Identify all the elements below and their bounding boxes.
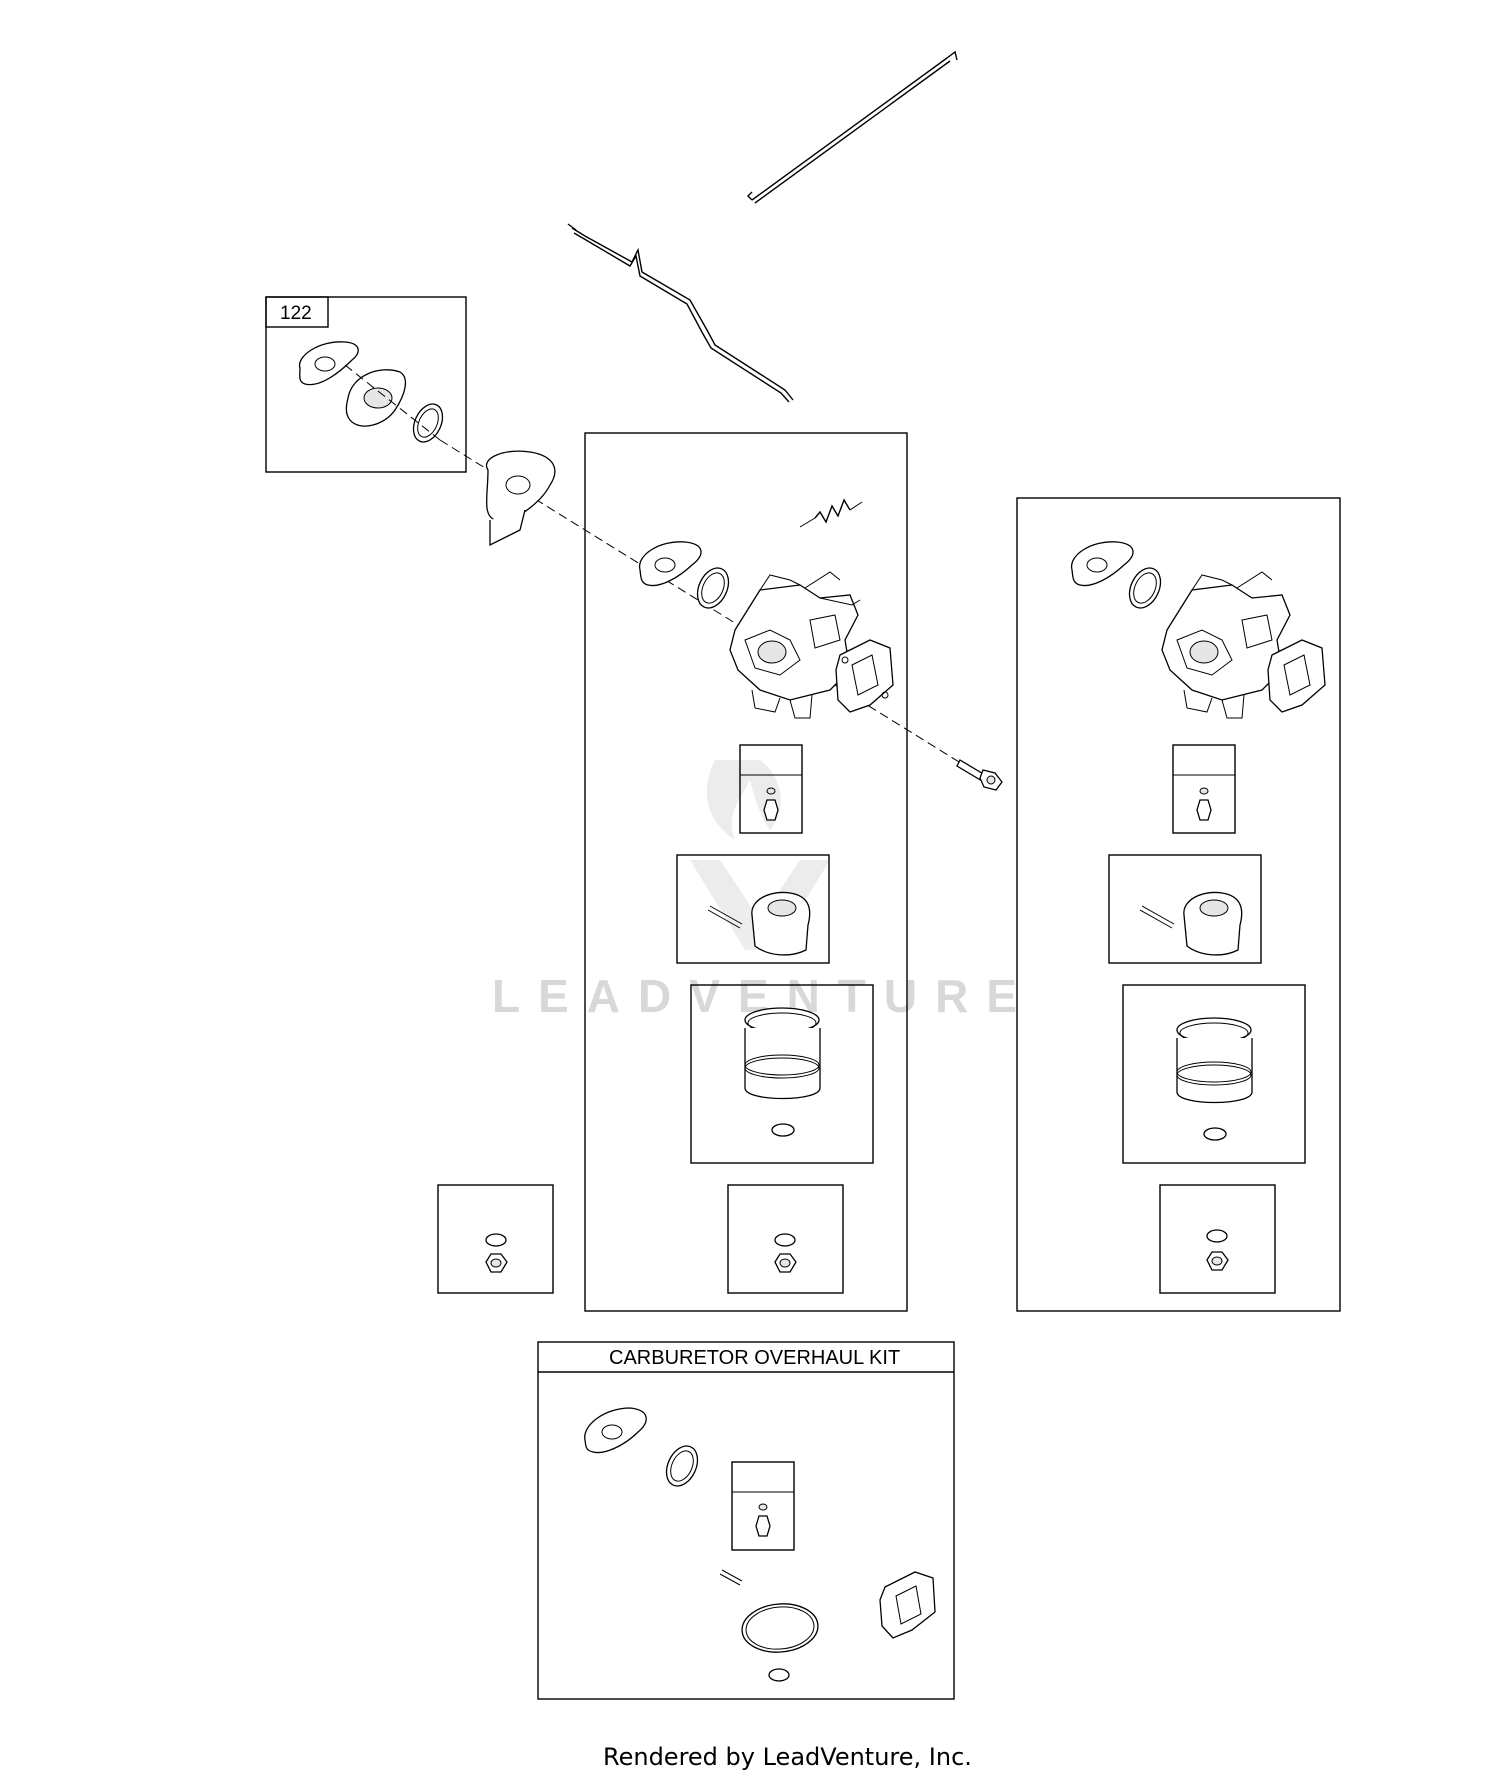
bowl-screw-kit-box-alt xyxy=(437,1184,554,1294)
alt-bowl-screw-kit-box xyxy=(1159,1184,1276,1294)
carburetor-body-part xyxy=(729,571,861,719)
overhaul-kit-frame xyxy=(537,1341,955,1700)
callout-122-label: 122 xyxy=(280,303,312,324)
intake-elbow-part xyxy=(345,369,407,427)
carburetor-assembly-frame xyxy=(584,432,908,1312)
governor-link-rod xyxy=(567,223,794,403)
carburetor-flange-gasket-part xyxy=(835,639,894,713)
kit-gasket-part xyxy=(584,1407,647,1454)
watermark-logo-icon xyxy=(690,760,830,950)
kit-flange-gasket-part xyxy=(879,1571,936,1639)
carburetor-o-ring-part xyxy=(696,567,730,609)
alt-float-kit-box xyxy=(1108,854,1262,964)
throttle-spring-part xyxy=(799,498,863,528)
kit-bowl-gasket-ring-part xyxy=(741,1603,819,1653)
bowl-gasket-part xyxy=(771,1123,795,1137)
float-part xyxy=(751,891,811,956)
alt-carburetor-flange-gasket-part xyxy=(1267,639,1326,713)
float-kit-box xyxy=(676,854,830,964)
alternate-carburetor-assembly-frame xyxy=(1016,497,1341,1312)
insulator-plate-part xyxy=(485,450,556,547)
throttle-link-rod xyxy=(747,50,958,204)
alt-carburetor-body-part xyxy=(1161,571,1291,719)
alt-carburetor-o-ring-part xyxy=(1128,567,1162,609)
watermark: LEADVENTURE xyxy=(492,760,1017,1022)
mounting-bolt-part xyxy=(956,759,1003,791)
float-bowl-part xyxy=(744,1007,821,1100)
bowl-screw-kit-box xyxy=(727,1184,844,1294)
kit-o-ring-part xyxy=(665,1445,699,1487)
footer-credit: Rendered by LeadVenture, Inc. xyxy=(603,1743,972,1771)
needle-seat-kit-box xyxy=(739,744,803,834)
alt-float-part xyxy=(1183,891,1243,956)
intake-o-ring-part xyxy=(412,403,444,443)
alt-bowl-gasket-part xyxy=(1203,1127,1227,1141)
kit-small-gasket-part xyxy=(768,1668,790,1682)
overhaul-kit-title: CARBURETOR OVERHAUL KIT xyxy=(609,1347,900,1369)
callout-122-group: 122 xyxy=(265,296,467,473)
alt-needle-seat-kit-box xyxy=(1172,744,1236,834)
carburetor-gasket-part xyxy=(639,541,702,587)
float-bowl-kit-box xyxy=(690,984,874,1164)
callout-122-frame xyxy=(265,296,467,473)
intake-gasket-part xyxy=(299,341,359,386)
overhaul-kit-group: CARBURETOR OVERHAUL KIT xyxy=(537,1341,955,1700)
alt-float-bowl-kit-box xyxy=(1122,984,1306,1164)
alt-float-bowl-part xyxy=(1176,1017,1253,1104)
kit-float-pin-part xyxy=(719,1569,743,1586)
callout-122-label-box xyxy=(265,296,329,328)
alt-carburetor-gasket-part xyxy=(1071,541,1134,587)
kit-needle-seat-box xyxy=(731,1461,795,1551)
